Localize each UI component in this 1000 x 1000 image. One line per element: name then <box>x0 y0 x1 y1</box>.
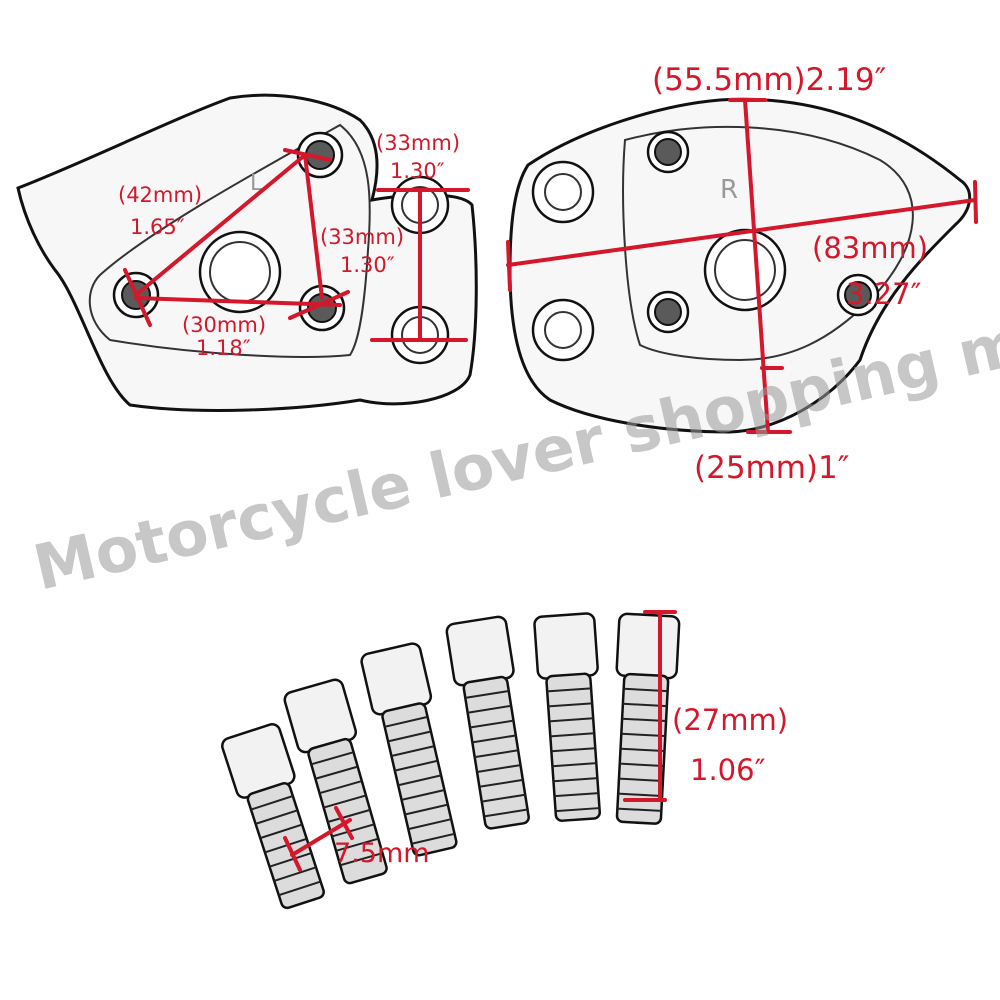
bolt-3 <box>360 642 458 857</box>
left-plate-dimension-lines <box>123 148 470 342</box>
label-25mm: (25mm)1″ <box>694 450 849 486</box>
right-plate-dimension-lines <box>506 98 978 434</box>
bolt-4 <box>445 615 530 830</box>
label-42mm: (42mm) <box>118 183 202 207</box>
label-30mm: (30mm) <box>182 313 266 337</box>
right-riser-plate: R <box>508 97 971 434</box>
right-plate-letter: R <box>720 175 738 205</box>
label-130in-mid: 1.30″ <box>340 253 395 277</box>
label-33mm-top: (33mm) <box>376 131 460 155</box>
label-130in-top: 1.30″ <box>390 159 445 183</box>
label-106in: 1.06″ <box>690 753 766 787</box>
label-165in: 1.65″ <box>130 215 185 239</box>
label-27mm: (27mm) <box>672 703 788 737</box>
bolt-1 <box>221 723 325 910</box>
label-33mm-mid: (33mm) <box>320 225 404 249</box>
bolt-6 <box>615 612 681 825</box>
label-7-5mm: 7.5mm <box>334 838 430 869</box>
label-55mm: (55.5mm)2.19″ <box>652 62 886 98</box>
bolt-dimension-lines <box>283 610 677 872</box>
left-plate-letter: L <box>250 171 263 196</box>
label-118in: 1.18″ <box>196 336 251 360</box>
bolt-5 <box>533 612 601 822</box>
bolt-2 <box>283 678 388 885</box>
label-83mm: (83mm) <box>812 231 928 265</box>
dimension-labels: (42mm) 1.65″ (33mm) 1.30″ (33mm) 1.30″ (… <box>118 62 928 869</box>
bolt-set <box>221 612 681 910</box>
label-327in: 3.27″ <box>846 277 922 311</box>
